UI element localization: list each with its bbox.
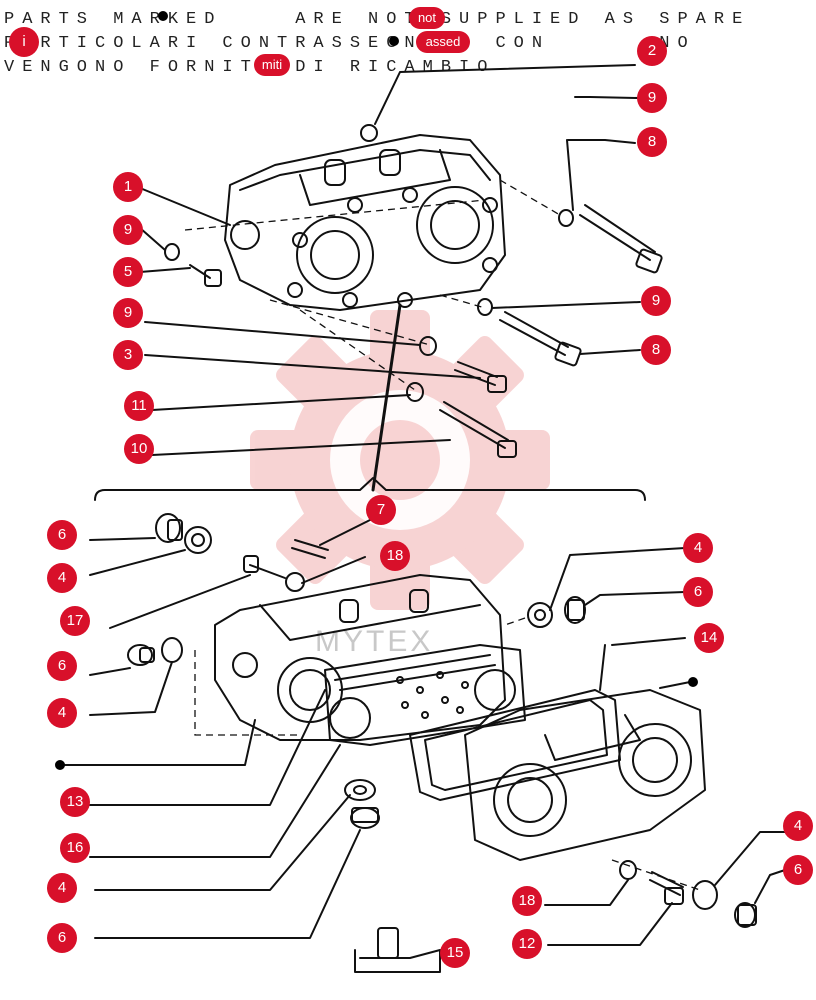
callout-9[interactable]: 9 [637,83,667,113]
callout-4[interactable]: 4 [47,698,77,728]
callout-1[interactable]: 1 [113,172,143,202]
callout-17[interactable]: 17 [60,606,90,636]
callout-6[interactable]: 6 [47,520,77,550]
callout-9[interactable]: 9 [641,286,671,316]
callout-4[interactable]: 4 [783,811,813,841]
callout-18[interactable]: 18 [512,886,542,916]
callout-6[interactable]: 6 [47,651,77,681]
not-supplied-marker-dot [55,760,65,770]
callout-4[interactable]: 4 [47,563,77,593]
callout-8[interactable]: 8 [637,127,667,157]
callout-10[interactable]: 10 [124,434,154,464]
callout-13[interactable]: 13 [60,787,90,817]
callout-15[interactable]: 15 [440,938,470,968]
callout-6[interactable]: 6 [683,577,713,607]
header-line-en: PARTS MARKED ARE NOT SUPPLIED AS SPARE [4,10,751,29]
callout-2[interactable]: 2 [637,36,667,66]
callout-6[interactable]: 6 [47,923,77,953]
note-pill-not[interactable]: not [409,7,445,29]
callout-5[interactable]: 5 [113,257,143,287]
header-marker-dot-2 [389,36,399,46]
header-line-it-2: VENGONO FORNITI DI RICAMBIO [4,58,496,77]
callout-3[interactable]: 3 [113,340,143,370]
note-pill-miti[interactable]: miti [254,54,290,76]
callout-8[interactable]: 8 [641,335,671,365]
callout-9[interactable]: 9 [113,298,143,328]
callout-7[interactable]: 7 [366,495,396,525]
not-supplied-marker-dot-2 [688,677,698,687]
callout-14[interactable]: 14 [694,623,724,653]
callout-18[interactable]: 18 [380,541,410,571]
header-line-it-1: PARTICOLARI CONTRASSEGNATI CON NO [4,34,696,53]
callout-4[interactable]: 4 [47,873,77,903]
callout-16[interactable]: 16 [60,833,90,863]
header-marker-dot [158,11,168,21]
callout-12[interactable]: 12 [512,929,542,959]
note-pill-assed[interactable]: assed [416,31,470,53]
note-badge-i[interactable]: i [9,27,39,57]
callout-11[interactable]: 11 [124,391,154,421]
callout-6[interactable]: 6 [783,855,813,885]
brand-watermark: MYTEX [250,310,550,610]
watermark-label: MYTEX [315,625,434,658]
callout-4[interactable]: 4 [683,533,713,563]
callout-9[interactable]: 9 [113,215,143,245]
